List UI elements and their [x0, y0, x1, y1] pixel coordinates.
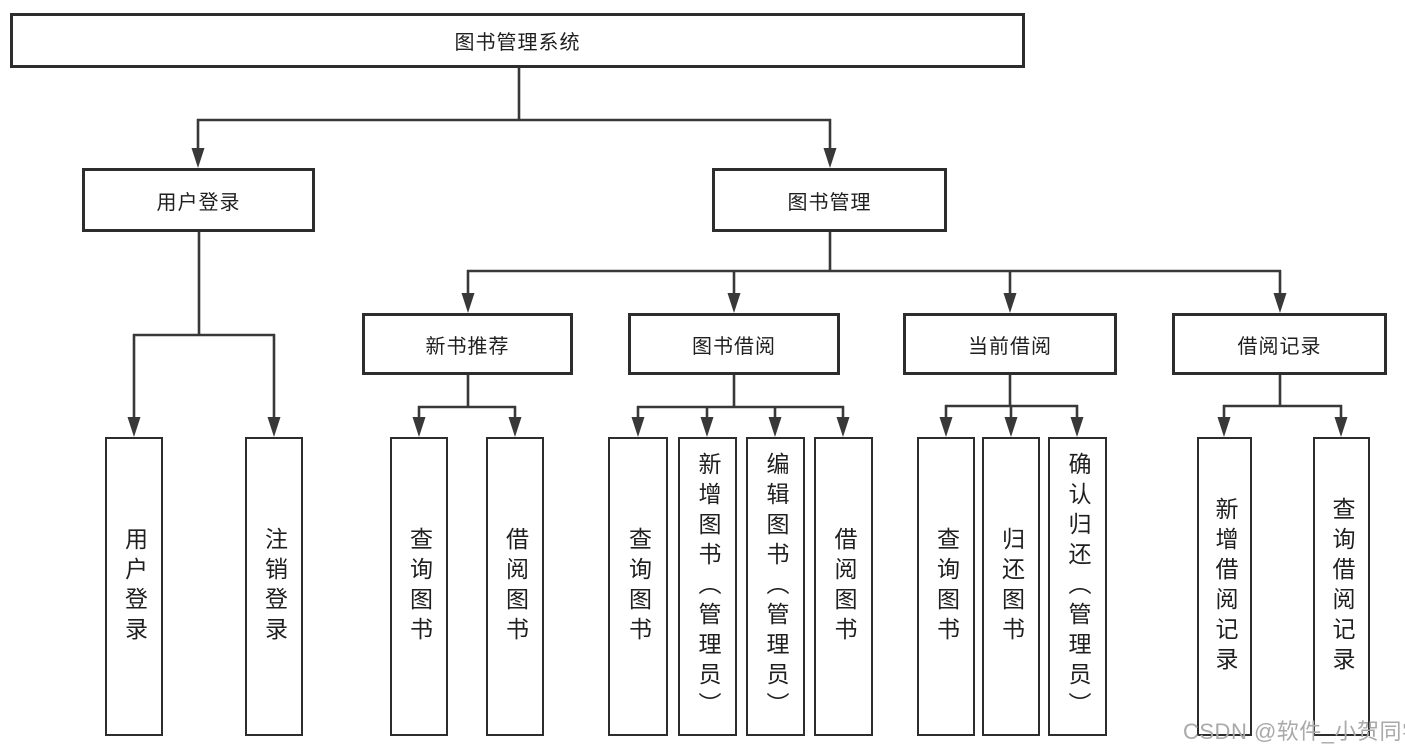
leaf-borrow-books-recommend: 借阅图书	[486, 437, 544, 736]
leaf-borrow-books: 借阅图书	[814, 437, 873, 736]
node-book-borrowing: 图书借阅	[628, 313, 840, 375]
leaf-borrow-books-label: 借阅图书	[831, 526, 857, 647]
leaf-add-borrow-record-label: 新增借阅记录	[1212, 496, 1238, 677]
leaf-query-books-recommend-label: 查询图书	[406, 526, 433, 647]
node-borrow-records: 借阅记录	[1172, 313, 1387, 375]
leaf-query-books-borrowing: 查询图书	[608, 437, 668, 736]
node-book-management-label: 图书管理	[787, 191, 872, 214]
leaf-query-borrow-record: 查询借阅记录	[1313, 437, 1370, 736]
node-current-borrowing-label: 当前借阅	[968, 335, 1052, 358]
leaf-query-books-current-label: 查询图书	[933, 526, 960, 647]
leaf-logout-label: 注销登录	[261, 526, 288, 647]
node-user-login-label: 用户登录	[156, 191, 241, 214]
leaf-query-borrow-record-label: 查询借阅记录	[1329, 496, 1355, 677]
node-root-label: 图书管理系统	[454, 32, 581, 54]
leaf-user-login-label: 用户登录	[121, 526, 148, 647]
leaf-return-books-label: 归还图书	[998, 526, 1025, 647]
leaf-add-books-admin: 新增图书（管理员）	[678, 437, 737, 736]
leaf-query-books-current: 查询图书	[917, 437, 975, 736]
node-current-borrowing: 当前借阅	[903, 313, 1117, 375]
leaf-edit-books-admin: 编辑图书（管理员）	[746, 437, 805, 736]
leaf-user-login: 用户登录	[105, 437, 163, 736]
csdn-watermark: CSDN @软件_小贺同学	[1183, 719, 1405, 744]
node-borrow-records-label: 借阅记录	[1237, 335, 1322, 358]
leaf-borrow-books-recommend-label: 借阅图书	[502, 526, 529, 647]
leaf-query-books-borrowing-label: 查询图书	[625, 526, 652, 647]
node-new-book-recommend-label: 新书推荐	[425, 335, 510, 358]
leaf-confirm-return-admin-label: 确认归还（管理员）	[1065, 451, 1091, 722]
leaf-logout: 注销登录	[245, 437, 303, 736]
leaf-return-books: 归还图书	[982, 437, 1040, 736]
leaf-confirm-return-admin: 确认归还（管理员）	[1048, 437, 1107, 736]
leaf-add-books-admin-label: 新增图书（管理员）	[695, 451, 721, 722]
node-book-management: 图书管理	[712, 168, 947, 232]
leaf-add-borrow-record: 新增借阅记录	[1197, 437, 1252, 736]
leaf-query-books-recommend: 查询图书	[390, 437, 448, 736]
node-user-login: 用户登录	[82, 168, 315, 232]
leaf-edit-books-admin-label: 编辑图书（管理员）	[763, 451, 789, 722]
node-new-book-recommend: 新书推荐	[362, 313, 573, 375]
node-root-system: 图书管理系统	[10, 13, 1025, 68]
node-book-borrowing-label: 图书借阅	[692, 335, 776, 358]
